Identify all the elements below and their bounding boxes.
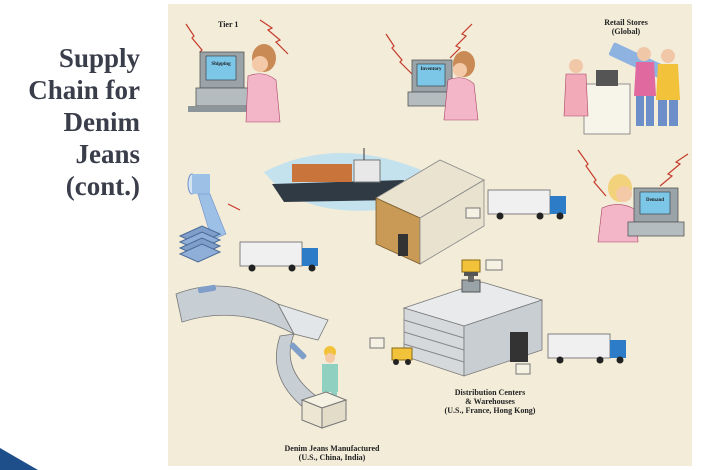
signal-bolt-icon — [385, 33, 413, 75]
distribution-line3: (U.S., France, Hong Kong) — [444, 406, 536, 415]
warehouse-door-icon — [398, 234, 408, 256]
truck-cab-icon — [610, 340, 626, 358]
signal-bolt-icon — [577, 149, 607, 197]
manufactured-line1: Denim Jeans Manufactured — [284, 444, 380, 453]
slide-title: Supply Chain for Denim Jeans (cont.) — [0, 42, 140, 202]
truck-bottom — [515, 333, 626, 375]
signal-bolt-icon — [259, 19, 289, 55]
signal-bolt-icon — [449, 23, 473, 59]
denim-manufactured-label: Denim Jeans Manufactured (U.S., China, I… — [262, 444, 402, 462]
truck-trailer-icon — [487, 189, 551, 215]
person-icon — [656, 64, 680, 100]
supply-chain-illustration — [175, 19, 689, 429]
distribution-centers-label: Distribution Centers & Warehouses (U.S.,… — [430, 388, 550, 415]
register-icon — [596, 70, 618, 86]
truck-left — [239, 241, 318, 272]
truck-top — [465, 189, 566, 220]
inventory-workstation — [385, 23, 479, 121]
truck-cab-icon — [550, 196, 566, 214]
distribution-line1: Distribution Centers — [454, 388, 526, 397]
person-icon — [634, 62, 656, 96]
screen-shipping-label: Shipping — [211, 62, 231, 67]
truck-cab-icon — [302, 248, 318, 266]
demand-workstation — [577, 149, 689, 243]
retail-stores-subtitle: (Global) — [611, 27, 641, 36]
person-icon — [322, 364, 338, 392]
slide-title-line: Supply — [58, 43, 140, 73]
tier1-workstation — [185, 19, 289, 123]
slide-title-line: Denim — [63, 107, 141, 137]
factory-worker — [300, 346, 348, 429]
slide-title-line: Chain for — [28, 75, 140, 105]
ship-hull-icon — [272, 180, 404, 202]
manufactured-line2: (U.S., China, India) — [298, 453, 366, 462]
screen-inventory-label: Inventory — [420, 67, 442, 72]
retail-store-scene — [563, 42, 680, 135]
signal-bolt-icon — [659, 153, 689, 187]
slide-corner-accent — [0, 448, 38, 470]
forklift-icon — [391, 347, 413, 361]
box-icon — [485, 259, 503, 271]
screen-icon — [205, 55, 237, 81]
slide-title-line: (cont.) — [65, 171, 140, 201]
forklift-bottom — [369, 337, 413, 365]
box-icon — [369, 337, 385, 349]
screen-icon — [639, 191, 671, 215]
forklift-top — [461, 259, 503, 276]
screen-icon — [416, 63, 446, 87]
cargo-icon — [292, 164, 352, 182]
warehouse-building — [375, 159, 485, 265]
warehouse-door-icon — [510, 332, 528, 362]
screen-demand-label: Demand — [645, 198, 665, 203]
truck-trailer-icon — [547, 333, 611, 359]
counter-icon — [583, 83, 631, 135]
fabric-roll — [187, 173, 241, 241]
tier1-label: Tier 1 — [218, 20, 239, 29]
denim-stack — [178, 225, 222, 263]
forklift-icon — [461, 259, 481, 273]
retail-stores-label: Retail Stores (Global) — [596, 18, 656, 36]
person-icon — [563, 73, 589, 117]
box-icon — [515, 363, 531, 375]
retail-stores-title: Retail Stores — [604, 18, 648, 27]
person-icon — [443, 77, 479, 121]
box-icon — [465, 207, 481, 219]
truck-trailer-icon — [239, 241, 303, 267]
scissors-icon — [227, 203, 241, 211]
distribution-center — [402, 274, 544, 377]
distribution-line2: & Warehouses — [465, 397, 515, 406]
person-icon — [245, 73, 281, 123]
conveyor-belt — [175, 284, 329, 419]
slide-title-line: Jeans — [75, 139, 140, 169]
